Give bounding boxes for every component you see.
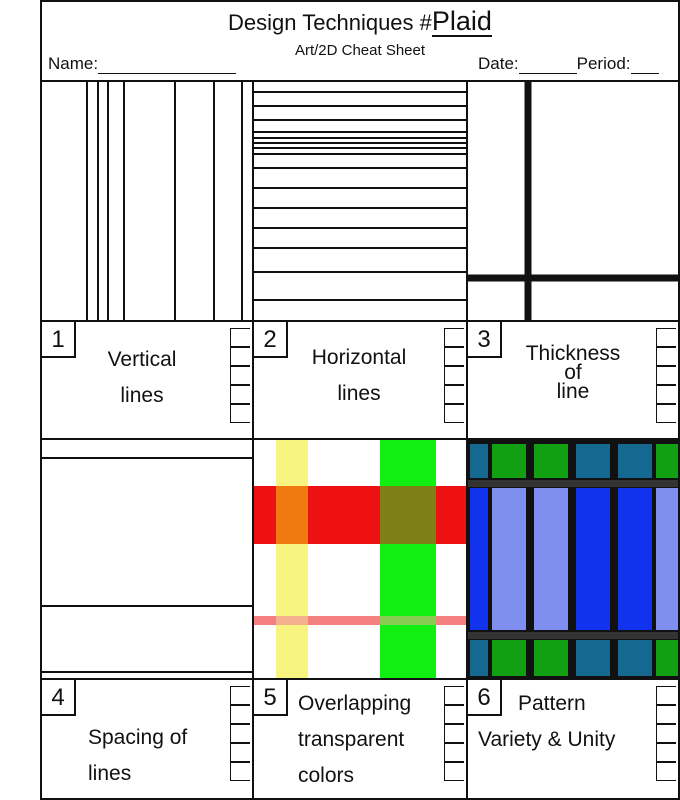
caption-line: Pattern — [518, 692, 586, 715]
caption-line: lines — [337, 382, 381, 405]
overlapping-colors-drawing — [252, 438, 468, 680]
cell-5-label: 5 Overlapping transparent colors — [252, 678, 468, 800]
cell-caption: Overlapping transparent colors — [298, 686, 438, 794]
cell-number: 5 — [254, 680, 288, 716]
worksheet-title: Design Techniques #Plaid — [42, 8, 678, 37]
cell-number: 2 — [254, 322, 288, 358]
check-boxes — [656, 686, 676, 781]
spacing-lines-svg — [42, 457, 252, 673]
caption-line: Thickness — [525, 342, 621, 365]
pattern-drawing — [466, 438, 680, 680]
title-prefix: Design Techniques # — [228, 10, 432, 35]
horizontal-lines-drawing — [252, 80, 468, 322]
title-blank: Plaid — [431, 6, 492, 37]
worksheet-header: Design Techniques #Plaid Art/2D Cheat Sh… — [40, 0, 680, 80]
cell-caption: Vertical lines — [82, 342, 202, 414]
caption-line: Spacing of — [88, 726, 188, 749]
thickness-lines-drawing — [466, 80, 680, 322]
check-boxes — [230, 328, 250, 423]
period-blank — [630, 73, 659, 74]
pattern-svg — [468, 444, 678, 676]
caption-line: line — [556, 380, 590, 403]
caption-line: Vertical — [107, 348, 177, 371]
check-boxes — [444, 686, 464, 781]
thickness-lines-svg — [468, 82, 678, 320]
caption-line: Horizontal — [311, 346, 407, 369]
name-blank — [98, 73, 237, 74]
caption-line: transparent — [298, 728, 405, 751]
cell-6-label: 6 Pattern Variety & Unity — [466, 678, 680, 800]
date-blank — [518, 73, 577, 74]
name-label: Name: — [48, 54, 99, 73]
period-label: Period: — [576, 54, 631, 73]
vertical-lines-svg — [86, 82, 243, 320]
date-period-field: Date: Period: — [478, 54, 659, 74]
spacing-lines-drawing — [40, 438, 254, 680]
horizontal-lines-svg — [254, 91, 466, 301]
overlapping-colors-svg — [254, 440, 466, 678]
cell-number: 4 — [42, 680, 76, 716]
check-boxes — [656, 328, 676, 423]
name-field: Name: — [48, 54, 237, 74]
cell-3-label: 3 Thickness of line — [466, 320, 680, 440]
cell-1-label: 1 Vertical lines — [40, 320, 254, 440]
worksheet-subtitle: Art/2D Cheat Sheet — [294, 42, 426, 59]
vertical-lines-drawing — [40, 80, 254, 322]
cell-4-label: 4 Spacing of lines — [40, 678, 254, 800]
cell-2-label: 2 Horizontal lines — [252, 320, 468, 440]
cell-number: 1 — [42, 322, 76, 358]
cell-caption: Pattern Variety & Unity — [478, 686, 658, 758]
cell-caption: Thickness of line — [508, 342, 638, 403]
check-boxes — [444, 328, 464, 423]
caption-line: colors — [298, 764, 355, 787]
check-boxes — [230, 686, 250, 781]
caption-line: lines — [120, 384, 164, 407]
cell-caption: Spacing of lines — [88, 720, 228, 792]
cell-caption: Horizontal lines — [294, 340, 424, 412]
cell-number: 6 — [468, 680, 502, 716]
cell-number: 3 — [468, 322, 502, 358]
date-label: Date: — [478, 54, 519, 73]
caption-line: Overlapping — [298, 692, 412, 715]
caption-line: lines — [88, 762, 132, 785]
caption-line: Variety & Unity — [478, 728, 616, 751]
caption-line: of — [564, 361, 582, 384]
